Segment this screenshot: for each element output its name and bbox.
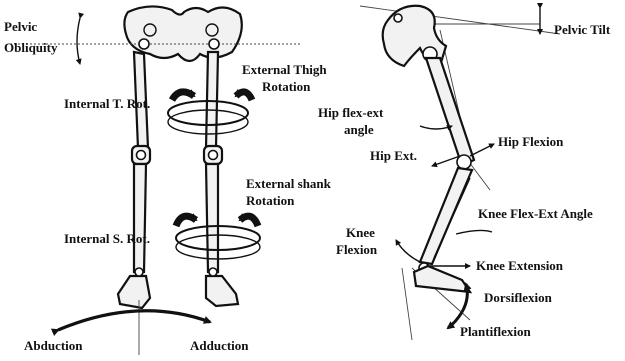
hip-joint-left <box>139 39 149 49</box>
foot-right <box>206 276 238 306</box>
knee-flex-ext-angle-label: Knee Flex-Ext Angle <box>478 206 593 221</box>
hip-flex-ext-angle-arc <box>420 126 452 129</box>
hip-ext-label: Hip Ext. <box>370 148 417 163</box>
external-shank-rotation-label-1: External shank <box>246 176 332 191</box>
hip-flex-ext-angle-label-1: Hip flex-ext <box>318 105 384 120</box>
internal-thigh-rotation-label: Internal T. Rot. <box>64 96 150 111</box>
dorsiflexion-label: Dorsiflexion <box>484 290 553 305</box>
ankle-joint-left <box>135 268 143 276</box>
external-thigh-rotation-label-1: External Thigh <box>242 62 327 77</box>
knee-joint <box>457 155 471 169</box>
knee-flexion-label-1: Knee <box>346 225 375 240</box>
hip-flex-ext-angle-label-2: angle <box>344 122 374 137</box>
pelvic-obliquity-arrow <box>77 18 80 64</box>
foot-left <box>118 276 150 308</box>
hip-joint-right <box>209 39 219 49</box>
knee-flex-ext-angle-arc <box>456 230 492 234</box>
abduction-adduction-arrow <box>58 311 210 330</box>
pelvic-tilt-label: Pelvic Tilt <box>554 22 611 37</box>
tibia-left <box>134 164 146 272</box>
knee-joint-left <box>137 151 146 160</box>
hip-flexion-arrow <box>470 144 494 156</box>
ankle-joint-right <box>209 268 217 276</box>
knee-flexion-label-2: Flexion <box>336 242 378 257</box>
knee-joint-right <box>209 151 218 160</box>
external-thigh-rotation-label-2: Rotation <box>262 79 311 94</box>
adduction-label: Adduction <box>190 338 249 353</box>
knee-extension-label: Knee Extension <box>476 258 564 273</box>
tibia-sagittal <box>420 168 472 264</box>
foot-sagittal <box>414 266 470 292</box>
hip-ext-arrow <box>432 156 460 166</box>
pelvic-obliquity-label-2: Obliquity <box>4 40 58 55</box>
knee-flexion-arrow <box>396 240 420 262</box>
abduction-label: Abduction <box>24 338 83 353</box>
pelvic-obliquity-label-1: Pelvic <box>4 19 37 34</box>
internal-shank-rotation-label: Internal S. Rot. <box>64 231 150 246</box>
hip-flexion-label: Hip Flexion <box>498 134 564 149</box>
pelvic-landmark <box>394 14 402 22</box>
tibia-right <box>206 164 218 272</box>
external-shank-rotation-label-2: Rotation <box>246 193 295 208</box>
plantiflexion-label: Plantiflexion <box>460 324 532 339</box>
ankle-reference <box>402 268 412 340</box>
